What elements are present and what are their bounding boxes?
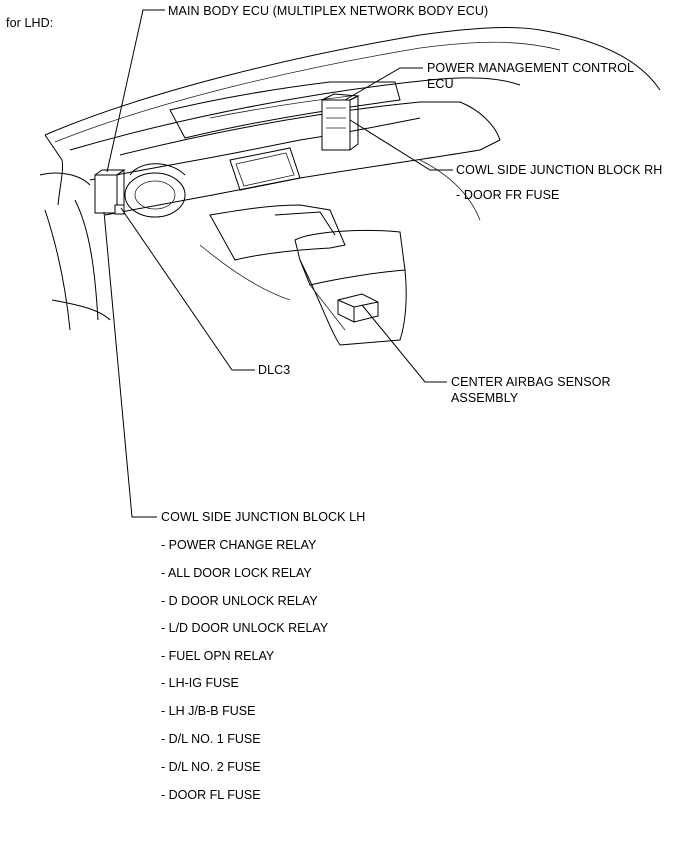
cowl-lh-list-item: - LH J/B-B FUSE xyxy=(161,704,256,718)
label-main-body-ecu: MAIN BODY ECU (MULTIPLEX NETWORK BODY EC… xyxy=(168,4,489,18)
cowl-lh-list-item: - FUEL OPN RELAY xyxy=(161,649,275,663)
label-cowl-rh-item: - DOOR FR FUSE xyxy=(456,188,560,202)
label-dlc3: DLC3 xyxy=(258,363,291,377)
label-airbag-line2: ASSEMBLY xyxy=(451,391,519,405)
cowl-lh-list-item: - LH-IG FUSE xyxy=(161,676,239,690)
cowl-lh-list-item: - D DOOR UNLOCK RELAY xyxy=(161,594,318,608)
cowl-lh-list-item: - DOOR FL FUSE xyxy=(161,788,261,802)
cowl-lh-list-item: - POWER CHANGE RELAY xyxy=(161,538,317,552)
cowl-lh-list-item: - ALL DOOR LOCK RELAY xyxy=(161,566,312,580)
cowl-lh-list-item: - L/D DOOR UNLOCK RELAY xyxy=(161,621,329,635)
label-cowl-side-junction-rh: COWL SIDE JUNCTION BLOCK RH xyxy=(456,163,663,177)
label-power-management-line1: POWER MANAGEMENT CONTROL xyxy=(427,61,635,75)
diagram-heading: for LHD: xyxy=(6,16,54,30)
cowl-lh-list-item: - D/L NO. 2 FUSE xyxy=(161,760,261,774)
label-power-management-line2: ECU xyxy=(427,77,454,91)
label-airbag-line1: CENTER AIRBAG SENSOR xyxy=(451,375,611,389)
label-cowl-side-junction-lh: COWL SIDE JUNCTION BLOCK LH xyxy=(161,510,366,524)
cowl-lh-list-item: - D/L NO. 1 FUSE xyxy=(161,732,261,746)
